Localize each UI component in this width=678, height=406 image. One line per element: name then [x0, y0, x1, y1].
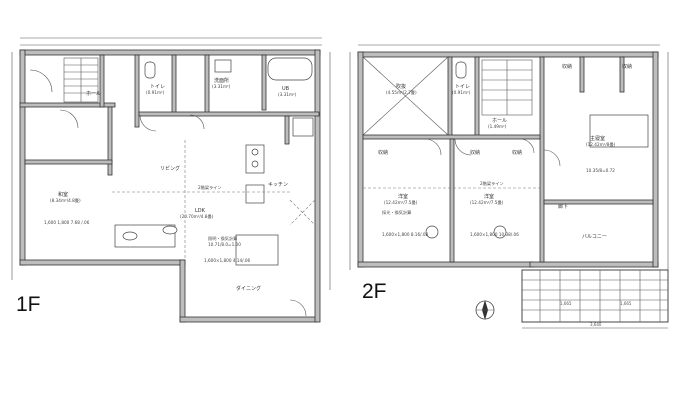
- floor-label-1f: 1F: [16, 293, 41, 316]
- label-hall: ホール: [86, 91, 101, 97]
- toilet-fixture: [144, 61, 156, 79]
- label-bath-area: (3.31m²): [278, 92, 297, 97]
- room-labels-1f: ホール トイレ (0.91m²) 洗面所 (3.31m²) UB (3.31m²…: [44, 77, 297, 292]
- beam-lines-1f: [112, 140, 316, 260]
- label-bedroom-a: 洋室: [398, 193, 408, 200]
- label-bedroom-b-area: (12.42m²/7.5畳): [470, 200, 504, 205]
- void-area: [362, 56, 449, 136]
- fridge: [292, 117, 314, 137]
- label-japanese: 和室: [58, 191, 68, 198]
- label-master-note: 10.35/8=0.72: [586, 168, 615, 173]
- balcony: [521, 269, 669, 329]
- floor-2f: 吹抜 (4.55m²/2.7畳) トイレ (0.91m²) ホール (1.49m…: [349, 44, 669, 329]
- label-japanese-area: (8.34m²/4.8畳): [50, 198, 81, 203]
- floor-1f: ホール トイレ (0.91m²) 洗面所 (3.31m²) UB (3.31m²…: [11, 37, 331, 323]
- label-japanese-window: 1,600 1,800 7.68 /.06: [44, 220, 90, 225]
- dimension-lines-2f: [349, 44, 669, 270]
- label-lighting-1f: 照明・換気計算: [208, 235, 237, 242]
- washbasin: [214, 59, 232, 73]
- label-ldk-area: (20.70m²/4.8畳): [180, 214, 214, 219]
- label-toilet-1f: トイレ: [150, 84, 165, 90]
- label-window-b-2f: 1,600×1,800 10.38/.06: [470, 232, 519, 237]
- floor-label-2f: 2F: [362, 280, 387, 303]
- label-lighting-2f: 採光・換気計算: [382, 209, 411, 216]
- label-balcony-dim-left: 1,665: [560, 301, 572, 306]
- bathtub: [267, 57, 313, 81]
- label-kitchen: キッチン: [268, 182, 288, 188]
- bed: [589, 114, 649, 148]
- label-bath: UB: [282, 86, 290, 92]
- label-closet-a: 収納: [378, 149, 388, 156]
- label-washroom-area: (3.31m²): [212, 84, 231, 89]
- label-corridor: 廊下: [558, 203, 568, 210]
- label-toilet-2f: トイレ: [455, 84, 470, 90]
- label-bedroom-a-area: (12.42m²/7.5畳): [384, 200, 418, 205]
- toilet-fixture-2f: [455, 61, 467, 79]
- compass-icon: [475, 300, 495, 320]
- label-void-area: (4.55m²/2.7畳): [386, 90, 417, 95]
- label-toilet-area-1f: (0.91m²): [146, 90, 165, 95]
- label-lighting-detail-1f: 10.71/8.0=1.00: [208, 242, 241, 247]
- stove: [245, 144, 265, 174]
- label-ldk: LDK: [195, 208, 206, 214]
- label-toilet-area-2f: (0.91m²): [452, 90, 471, 95]
- label-dining: ダイニング: [236, 285, 261, 292]
- label-living: リビング: [160, 165, 180, 172]
- label-window-size-1f: 1,600×1,800 4.14/.06: [204, 258, 251, 263]
- label-window-2f: 1,600×1,800 8.16/.08: [382, 232, 429, 237]
- label-balcony-dim-right: 1,665: [620, 301, 632, 306]
- label-master-area: (12.42m²/8畳): [586, 142, 616, 147]
- stairs-2f: [481, 59, 533, 116]
- label-hall-area-2f: (1.49m²): [488, 124, 507, 129]
- walls-2f: [357, 51, 659, 268]
- stairs-1f: [63, 57, 99, 103]
- label-void: 吹抜: [396, 83, 406, 90]
- dining-table: [235, 234, 279, 266]
- label-ceiling-line-1f: 2階梁ライン: [198, 184, 222, 191]
- room-labels-2f: 吹抜 (4.55m²/2.7畳) トイレ (0.91m²) ホール (1.49m…: [378, 63, 632, 327]
- label-closet-b: 収納: [470, 149, 480, 156]
- label-bedroom-b: 洋室: [484, 193, 494, 200]
- balcony-grid: [522, 270, 668, 322]
- label-ceiling-line-2f: 2階梁ライン: [480, 180, 504, 187]
- sink: [245, 184, 265, 204]
- walls-1f: [19, 49, 321, 323]
- sofa: [114, 224, 176, 248]
- dimension-lines-1f: [11, 37, 331, 290]
- label-closet-d: 収納: [562, 63, 572, 70]
- label-closet-e: 収納: [622, 63, 632, 70]
- label-washroom: 洗面所: [214, 77, 229, 84]
- door-swings-1f: [29, 69, 307, 317]
- label-balcony-total: 3,640: [590, 322, 602, 327]
- label-balcony: バルコニー: [582, 234, 607, 240]
- fixtures-1f: [114, 57, 314, 266]
- label-hall-2f: ホール: [492, 118, 507, 124]
- fixtures-2f: [425, 61, 649, 239]
- door-swings-2f: [424, 138, 561, 167]
- label-master: 主寝室: [590, 135, 605, 142]
- label-closet-c: 収納: [512, 149, 522, 156]
